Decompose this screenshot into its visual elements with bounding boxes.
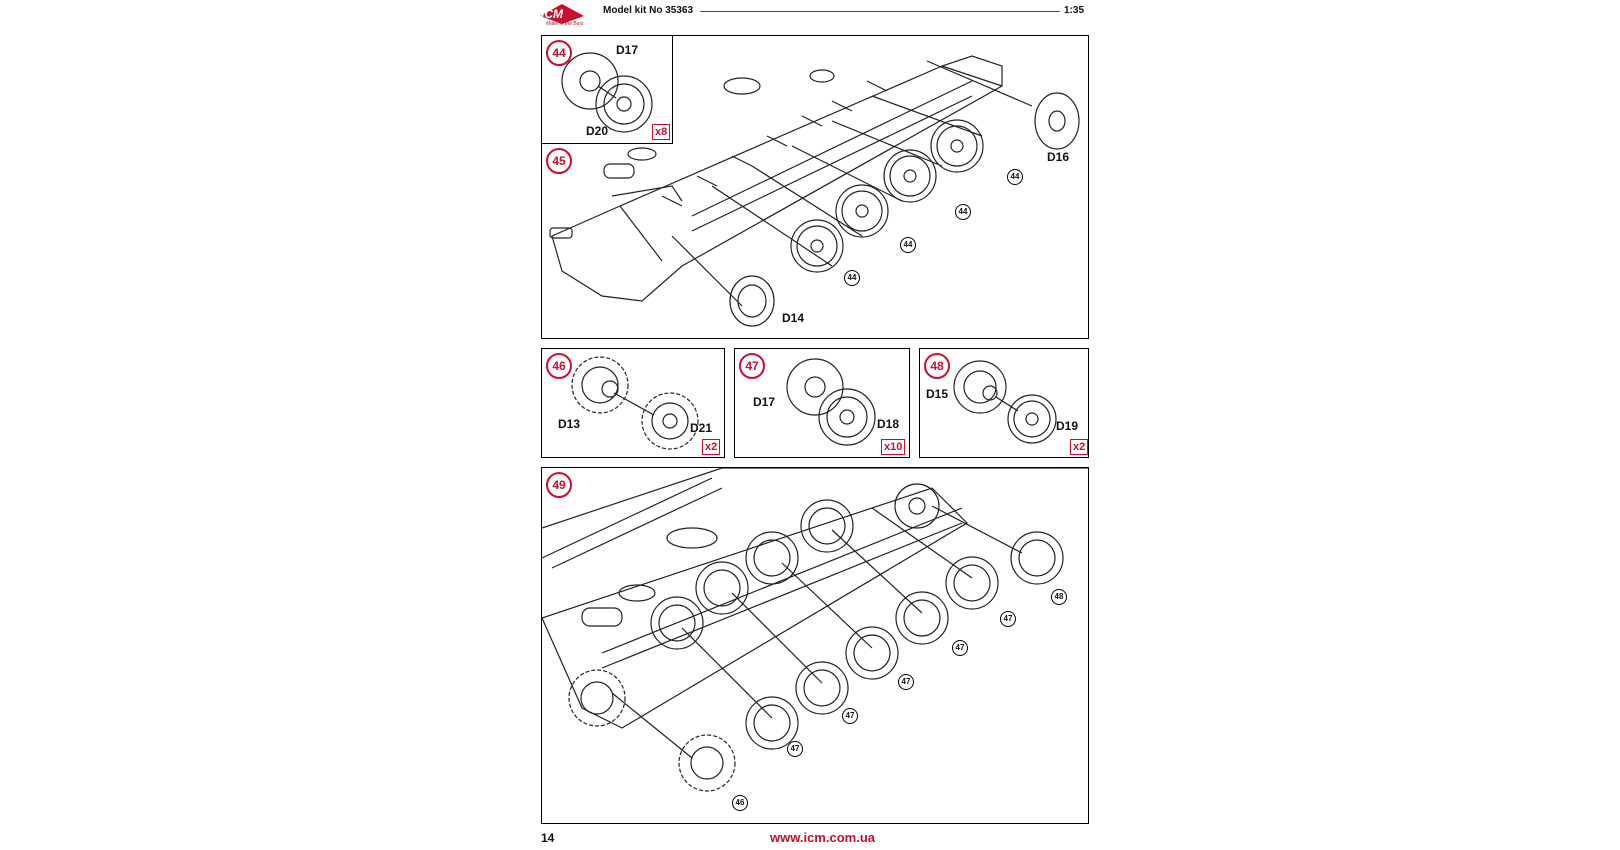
step-48-panel: 48 D15 D19 x2	[919, 348, 1089, 458]
step-49-number: 49	[546, 472, 572, 498]
ref-step-44: 44	[900, 237, 916, 253]
ref-step-46: 46	[732, 795, 748, 811]
step-46-panel: 46 D13 D21 x2	[541, 348, 725, 458]
step-44-drawing	[561, 52, 653, 133]
ref-step-47: 47	[898, 674, 914, 690]
step-47-panel: 47 D17 D18 x10	[734, 348, 910, 458]
part-label-d17: D17	[616, 43, 639, 57]
multiplier-badge: x2	[702, 439, 721, 455]
step-48-number: 48	[924, 353, 950, 379]
step-44-number: 44	[546, 40, 572, 66]
website-link[interactable]: www.icm.com.ua	[770, 830, 875, 845]
icm-logo	[540, 4, 584, 24]
step-46-number: 46	[546, 353, 572, 379]
ref-step-47: 47	[787, 741, 803, 757]
step-45-drawing	[549, 55, 1080, 327]
logo-text: ICM	[541, 7, 563, 21]
ref-step-47: 47	[952, 640, 968, 656]
part-label-d14: D14	[782, 311, 805, 325]
step-45-number: 45	[546, 148, 572, 174]
ref-step-44: 44	[844, 270, 860, 286]
part-label-d18: D18	[877, 417, 900, 431]
step-46-drawing	[571, 356, 699, 450]
part-label-d20: D20	[586, 124, 609, 138]
part-label-d13: D13	[558, 417, 581, 431]
step-44-inset: 44 D17 D20 x8	[542, 36, 673, 144]
multiplier-badge: x8	[652, 124, 671, 140]
ref-step-48: 48	[1051, 589, 1067, 605]
model-kit-number: Model kit No 35363	[603, 5, 694, 16]
step-49-panel: 49 48 47 47 47 47 47 46	[541, 467, 1089, 824]
logo-tagline: Make in the Best	[546, 21, 584, 27]
part-label-d16: D16	[1047, 150, 1070, 164]
ref-step-44: 44	[1007, 169, 1023, 185]
header-divider	[700, 11, 1060, 12]
page-number: 14	[541, 831, 555, 845]
part-label-d15: D15	[926, 387, 949, 401]
part-label-d21: D21	[690, 421, 713, 435]
part-label-d19: D19	[1056, 419, 1079, 433]
step-45-panel: 44 D17 D20 x8 45 D16 D14 44 44 44 44	[541, 35, 1089, 339]
multiplier-badge: x2	[1070, 439, 1088, 455]
step-49-drawing	[542, 468, 1088, 792]
scale-label: 1:35	[1064, 5, 1085, 16]
step-47-drawing	[786, 358, 876, 446]
ref-step-47: 47	[1000, 611, 1016, 627]
step-48-drawing	[953, 360, 1057, 444]
ref-step-44: 44	[955, 204, 971, 220]
part-label-d17: D17	[753, 395, 776, 409]
multiplier-badge: x10	[881, 439, 906, 455]
ref-step-47: 47	[842, 708, 858, 724]
step-47-number: 47	[739, 353, 765, 379]
